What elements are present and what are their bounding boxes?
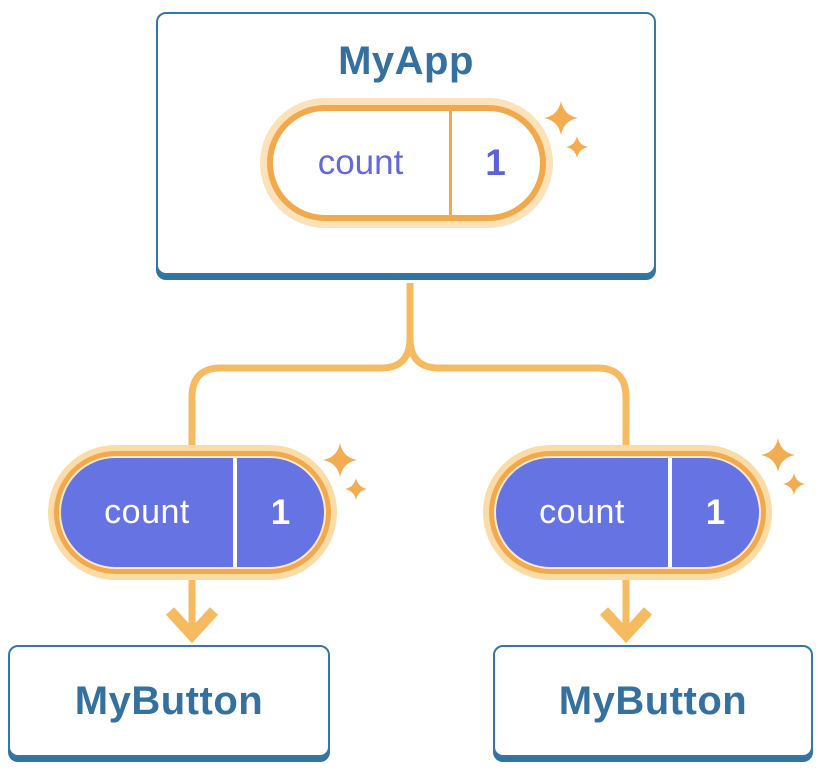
component-title: MyButton xyxy=(558,679,748,723)
prop-value: 1 xyxy=(233,458,324,567)
sparkles-icon xyxy=(544,101,588,158)
arrow-down-left-icon xyxy=(165,607,219,644)
component-card-myapp: MyApp count 1 xyxy=(156,12,656,275)
prop-pill-left: count 1 xyxy=(48,445,337,580)
state-value: 1 xyxy=(448,111,540,215)
state-name: count xyxy=(317,143,404,182)
prop-pill-ring: count 1 xyxy=(54,451,331,574)
component-title: MyApp xyxy=(338,39,474,83)
branch-right-line xyxy=(406,283,630,631)
prop-pill-ring: count 1 xyxy=(489,451,766,574)
state-pill-ring: count 1 xyxy=(266,105,546,221)
arrow-down-right-icon xyxy=(599,607,653,644)
prop-value: 1 xyxy=(668,458,759,567)
component-card-mybutton-left: MyButton xyxy=(8,645,330,757)
prop-pill-right: count 1 xyxy=(483,445,772,580)
component-card-mybutton-right: MyButton xyxy=(493,645,813,757)
sparkles-icon xyxy=(761,438,805,495)
prop-name: count xyxy=(104,493,190,531)
component-title: MyButton xyxy=(74,679,264,723)
state-pill: count 1 xyxy=(259,98,553,228)
sparkles-icon xyxy=(323,443,367,500)
prop-name: count xyxy=(539,493,625,531)
